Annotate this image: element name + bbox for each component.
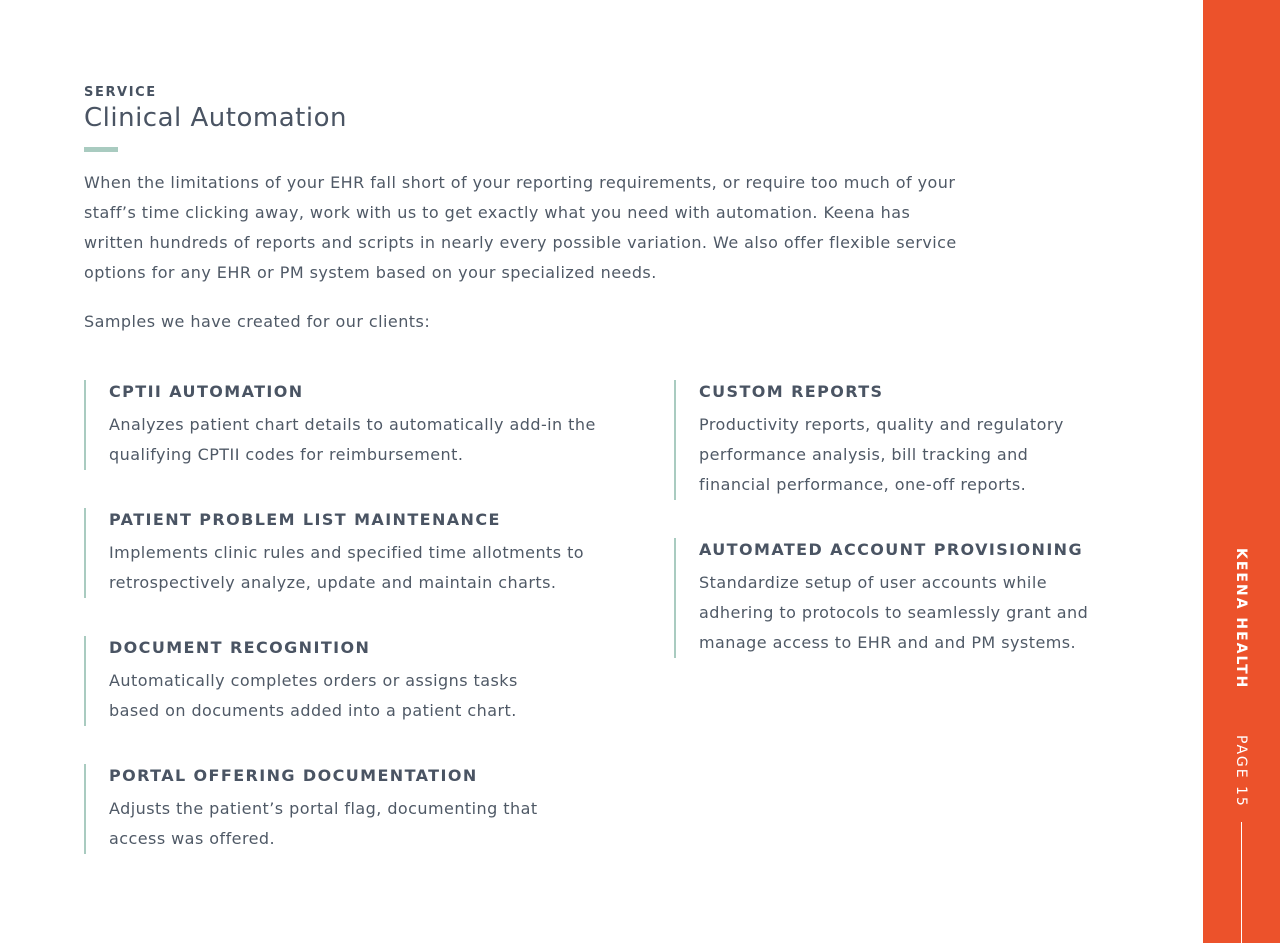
page-content: SERVICE Clinical Automation When the lim…	[84, 0, 1184, 943]
section-eyebrow: SERVICE	[84, 85, 157, 100]
page-number: PAGE 15	[1233, 735, 1249, 808]
sample-item-description: Implements clinic rules and specified ti…	[109, 543, 585, 592]
sample-item-description: Productivity reports, quality and regula…	[699, 415, 1064, 494]
right-sample-column: CUSTOM REPORTS Productivity reports, qua…	[674, 380, 1114, 696]
intro-paragraph: When the limitations of your EHR fall sh…	[84, 173, 957, 282]
sample-item-problem-list-maintenance: PATIENT PROBLEM LIST MAINTENANCE Impleme…	[84, 508, 644, 598]
sample-item-title: CPTII AUTOMATION	[109, 382, 304, 401]
left-sample-column: CPTII AUTOMATION Analyzes patient chart …	[84, 380, 644, 892]
sample-item-title: AUTOMATED ACCOUNT PROVISIONING	[699, 540, 1083, 559]
brand-name: KEENA HEALTH	[1233, 548, 1249, 690]
sample-item-cptii-automation: CPTII AUTOMATION Analyzes patient chart …	[84, 380, 644, 470]
sample-item-description: Automatically completes orders or assign…	[109, 671, 518, 720]
sidebar-divider	[1241, 822, 1242, 943]
sample-item-description: Standardize setup of user accounts while…	[699, 573, 1089, 652]
sample-item-account-provisioning: AUTOMATED ACCOUNT PROVISIONING Standardi…	[674, 538, 1114, 658]
sample-item-title: PORTAL OFFERING DOCUMENTATION	[109, 766, 478, 785]
brand-sidebar: KEENA HEALTH PAGE 15	[1203, 0, 1280, 943]
sample-item-document-recognition: DOCUMENT RECOGNITION Automatically compl…	[84, 636, 644, 726]
sample-item-title: DOCUMENT RECOGNITION	[109, 638, 371, 657]
sample-item-description: Adjusts the patient’s portal flag, docum…	[109, 799, 538, 848]
sample-item-title: CUSTOM REPORTS	[699, 382, 884, 401]
sample-item-portal-offering-documentation: PORTAL OFFERING DOCUMENTATION Adjusts th…	[84, 764, 644, 854]
sample-item-title: PATIENT PROBLEM LIST MAINTENANCE	[109, 510, 501, 529]
sample-item-description: Analyzes patient chart details to automa…	[109, 415, 596, 464]
page-title: Clinical Automation	[84, 103, 347, 133]
title-accent-bar	[84, 147, 118, 152]
samples-label: Samples we have created for our clients:	[84, 312, 431, 331]
sample-item-custom-reports: CUSTOM REPORTS Productivity reports, qua…	[674, 380, 1114, 500]
